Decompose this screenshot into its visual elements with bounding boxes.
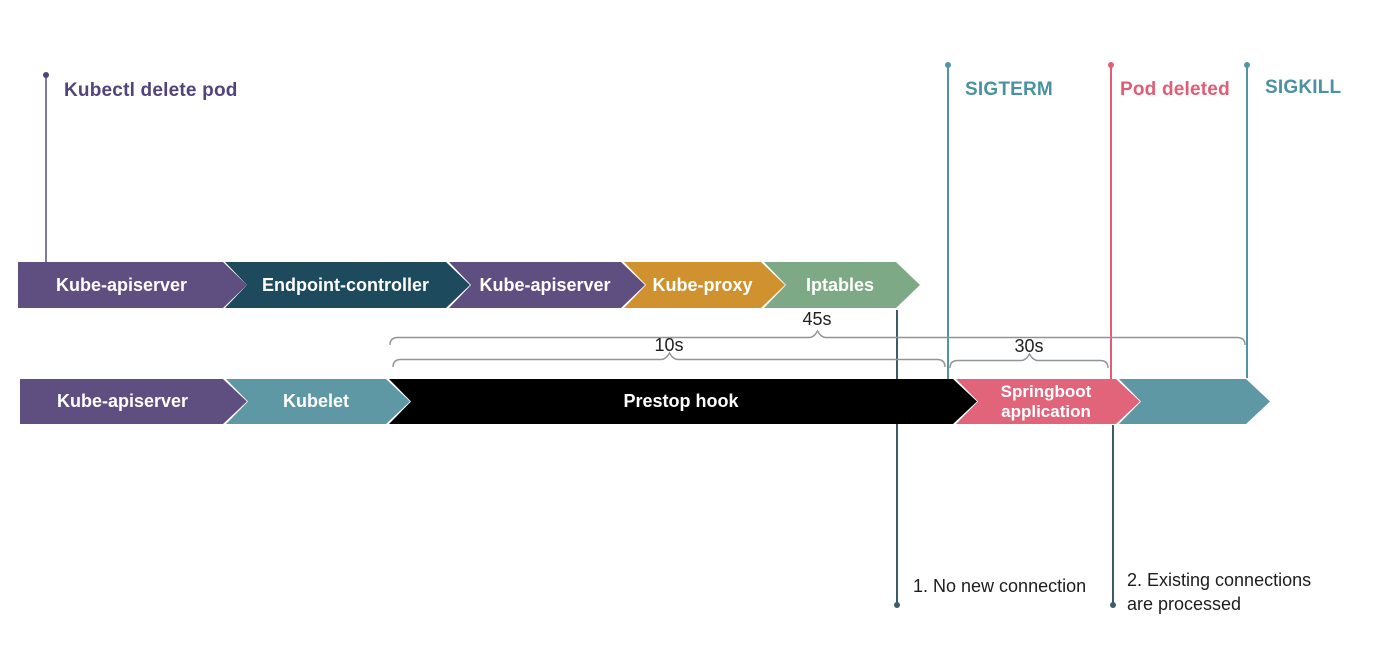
duration-30s: 30s (1014, 336, 1044, 356)
existing-connections-dot (1110, 602, 1116, 608)
annotation-no-new-connection: 1. No new connection (913, 576, 1087, 596)
segment-label: Springboot application (1000, 381, 1092, 421)
segment-label: Kube-apiserver (55, 274, 188, 295)
pod-deleted-dot (1108, 62, 1114, 68)
pod-deleted-label: Pod deleted (1120, 79, 1230, 100)
sigkill-label: SIGKILL (1265, 77, 1342, 98)
segment-springboot-application: Springboot application (956, 379, 1140, 424)
segment-kubelet: Kubelet (226, 379, 410, 424)
pod-deleted-line (1110, 66, 1112, 380)
segment-post-sigkill (1119, 379, 1270, 424)
annotation-existing-connections: 2. Existing connections are processed (1127, 570, 1312, 614)
segment-kube-apiserver-1: Kube-apiserver (18, 262, 247, 308)
sigterm-label: SIGTERM (965, 79, 1053, 100)
segment-kube-apiserver-2: Kube-apiserver (449, 262, 645, 308)
sigkill-line (1246, 66, 1248, 378)
sigterm-line (947, 66, 949, 379)
segment-kube-apiserver-3: Kube-apiserver (20, 379, 247, 424)
segment-label: Kube-apiserver (479, 274, 611, 295)
segment-label: Kube-proxy (652, 274, 753, 295)
segment-label: Endpoint-controller (262, 274, 429, 295)
no-new-connection-dot (894, 602, 900, 608)
segment-label: Kube-apiserver (56, 391, 189, 411)
no-new-connection-line (896, 310, 898, 605)
duration-10s: 10s (654, 335, 684, 355)
kubectl-delete-pod-line (45, 77, 47, 263)
sigkill-dot (1244, 62, 1250, 68)
brace-45s (389, 329, 1246, 346)
segment-prestop-hook: Prestop hook (389, 379, 977, 424)
segment-label: Iptables (805, 274, 875, 295)
sigterm-dot (945, 62, 951, 68)
segment-label: Kubelet (282, 391, 349, 411)
kubectl-delete-pod-dot (43, 72, 49, 78)
existing-connections-line (1112, 425, 1114, 605)
duration-45s: 45s (802, 309, 832, 329)
segment-endpoint-controller: Endpoint-controller (225, 262, 470, 308)
segment-iptables: Iptables (764, 262, 920, 308)
kubectl-delete-pod-label: Kubectl delete pod (64, 80, 238, 101)
segment-kube-proxy: Kube-proxy (624, 262, 785, 308)
segment-label: Prestop hook (623, 391, 739, 411)
